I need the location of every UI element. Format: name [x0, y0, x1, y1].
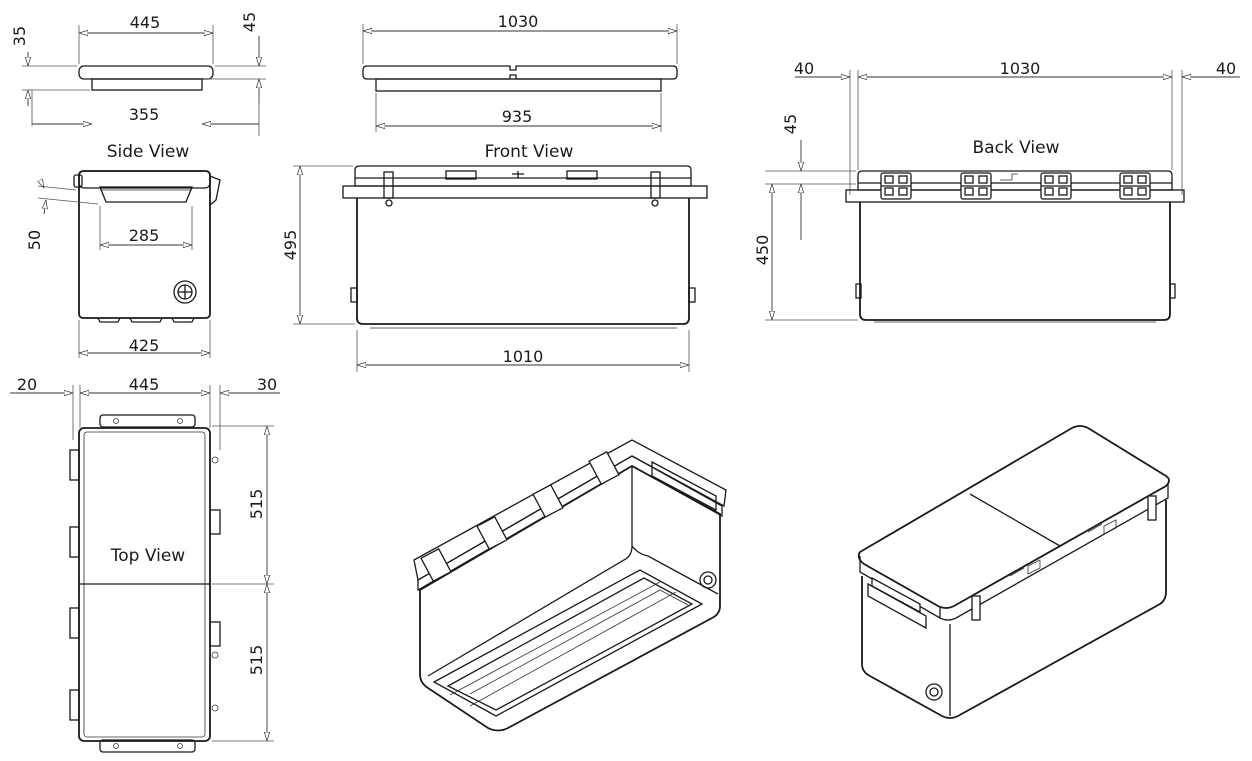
- label-side-view: Side View: [107, 142, 190, 162]
- back-view-dims-top: [795, 70, 1240, 195]
- dim-side-lid-height: 45: [240, 12, 259, 32]
- front-view-lid-dims: [362, 24, 678, 132]
- dim-top-upper: 515: [247, 489, 266, 520]
- iso-view-bottom-hinges: [420, 450, 620, 583]
- dim-top-width: 445: [129, 375, 160, 394]
- top-view-dims-top: [10, 385, 280, 450]
- back-view-hinge-1: [880, 172, 912, 200]
- dim-side-inner: 355: [129, 105, 160, 124]
- iso-view-bottom: [413, 439, 727, 732]
- dim-top-left: 20: [17, 375, 37, 394]
- dim-front-height: 495: [281, 230, 300, 261]
- dim-back-right: 40: [1216, 59, 1236, 78]
- dim-top-right: 30: [257, 375, 277, 394]
- side-view-body-dims: [38, 180, 211, 358]
- dim-side-lid-thick: 35: [10, 26, 29, 46]
- label-top-view: Top View: [110, 546, 186, 566]
- dim-top-lower: 515: [247, 645, 266, 676]
- dim-back-height: 450: [753, 235, 772, 266]
- front-view-body-dims: [293, 165, 690, 372]
- dim-front-inner: 935: [502, 107, 533, 126]
- front-view-body: [342, 165, 708, 329]
- top-view-side-dims: [212, 425, 274, 742]
- dim-back-lid: 45: [781, 114, 800, 134]
- label-back-view: Back View: [972, 138, 1059, 158]
- dim-side-lid-width: 445: [130, 13, 161, 32]
- dim-front-width: 1010: [503, 347, 544, 366]
- label-front-view: Front View: [485, 142, 574, 162]
- dim-side-width: 425: [129, 336, 160, 355]
- back-view-hinge-4: [1119, 172, 1151, 200]
- front-view-lid: [362, 65, 678, 92]
- back-view-side-dims: [765, 140, 858, 321]
- side-view-lid-dims: [22, 25, 266, 136]
- side-view-body: [73, 170, 221, 323]
- dim-back-width: 1030: [1000, 59, 1041, 78]
- side-view-lid: [78, 65, 214, 91]
- back-view-hinge-2: [960, 172, 992, 200]
- back-view-hinge-3: [1040, 172, 1072, 200]
- dim-side-handle-drop: 50: [25, 230, 44, 250]
- dim-back-left: 40: [794, 59, 814, 78]
- dim-front-lid: 1030: [498, 12, 539, 31]
- iso-view-top: [857, 425, 1170, 719]
- dim-side-handle: 285: [129, 226, 160, 245]
- top-view-body: [69, 414, 221, 753]
- back-view-body: [845, 170, 1185, 323]
